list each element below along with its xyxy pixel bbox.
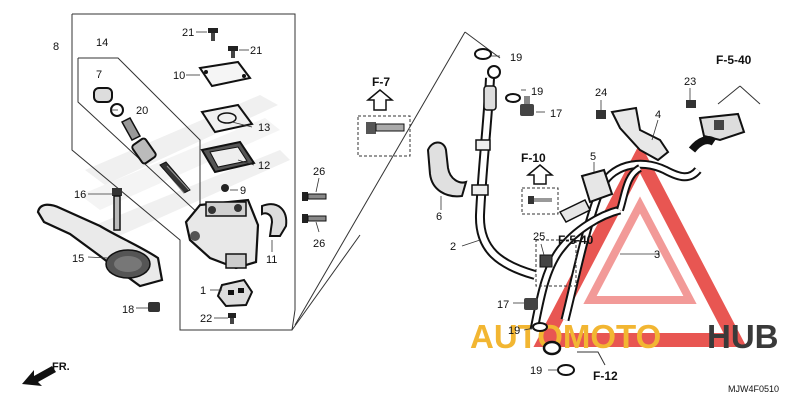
bolt-26-b [302,214,327,223]
f10-arrow-icon [525,164,555,185]
callout-26-b: 26 [313,238,325,250]
ref-f10: F-10 [521,151,546,165]
washer-19-b [505,93,521,103]
group-frame-8 [71,13,296,331]
callout-13: 13 [258,122,270,134]
screw-22 [228,313,236,324]
diaphragm-plate [200,103,254,134]
pipe-clamp [558,168,614,223]
banjo-bolt-17-b [524,298,538,310]
callout-19-c: 19 [508,325,520,337]
piston-kit [93,87,191,195]
f540-mid-ref-box [535,239,577,287]
leader-frame-top [294,31,466,326]
callout-15: 15 [72,253,84,265]
watermark-text-a: AUTOMOTO [470,318,661,355]
bolt-23 [686,100,696,108]
brake-fitting [688,112,746,153]
lever-nut [148,302,160,312]
washer-19-d [557,364,575,376]
callout-25: 25 [533,231,545,243]
front-arrow-icon [22,366,56,386]
banjo-bolt-17-a [520,96,534,116]
diagram-code: MJW4F0510 [728,384,779,394]
master-cylinder-body [184,198,260,270]
callout-4: 4 [655,109,661,121]
screw-21-b [228,46,238,58]
ref-f540-top: F-5-40 [716,53,752,67]
washer-19-c [532,322,548,332]
pivot-bolt [112,188,122,231]
callout-26-a: 26 [313,166,325,178]
callout-19-b: 19 [531,86,543,98]
washer-19-a [474,48,492,60]
f7-bolt [366,122,405,134]
f7-arrow-icon [365,89,395,111]
callout-19-a: 19 [510,52,522,64]
bolt-24 [596,110,606,119]
callout-22: 22 [200,313,212,325]
callout-1: 1 [200,285,206,297]
callout-leaders [87,31,691,371]
reservoir-cap [198,60,252,88]
pipe-clip-25 [539,254,553,268]
watermark-text-b: HUB [707,318,779,355]
hose-clamp-bracket [426,141,468,198]
f540-top-leader [717,85,741,105]
pipe-bracket [610,106,670,162]
f10-ref-box [521,187,559,215]
brake-lever [36,203,164,288]
callout-18: 18 [122,304,134,316]
leader-hose-top [464,31,501,59]
ref-f540-mid: F-5-40 [558,233,594,247]
screw-21-a [208,28,218,41]
group-frame-14 [77,57,201,217]
callout-24: 24 [595,87,607,99]
callout-21-b: 21 [250,45,262,57]
pipe-end-ring [542,340,562,356]
bolt-26-a [302,192,327,201]
brake-pipe [529,159,702,331]
front-label: FR. [52,361,70,373]
f7-ref-box [357,115,411,157]
callout-14: 14 [96,37,108,49]
callout-23: 23 [684,76,696,88]
callout-3: 3 [654,249,660,261]
callout-16: 16 [74,189,86,201]
callout-11: 11 [266,254,277,266]
callout-17-b: 17 [497,299,509,311]
ref-f7: F-7 [372,75,390,89]
callout-6: 6 [436,211,442,223]
ref-f12: F-12 [593,369,618,383]
callout-5: 5 [590,151,596,163]
callout-21-a: 21 [182,27,194,39]
callout-9: 9 [240,185,246,197]
callout-20: 20 [136,105,148,117]
watermark-triangle [533,142,747,347]
diaphragm [200,140,256,174]
callout-7: 7 [96,69,102,81]
screw-9 [221,184,229,192]
brake-hose [471,65,537,280]
holder [261,203,288,237]
f12-leader [577,351,606,366]
callout-2: 2 [450,241,456,253]
f540-top-leader-b [739,85,761,105]
brake-switch [216,278,254,308]
callout-12: 12 [258,160,270,172]
callout-17-a: 17 [550,108,562,120]
f10-bolt [528,196,552,204]
leader-frame-bottom [291,234,361,331]
callout-19-d: 19 [530,365,542,377]
callout-10: 10 [173,70,185,82]
callout-8: 8 [53,41,59,53]
